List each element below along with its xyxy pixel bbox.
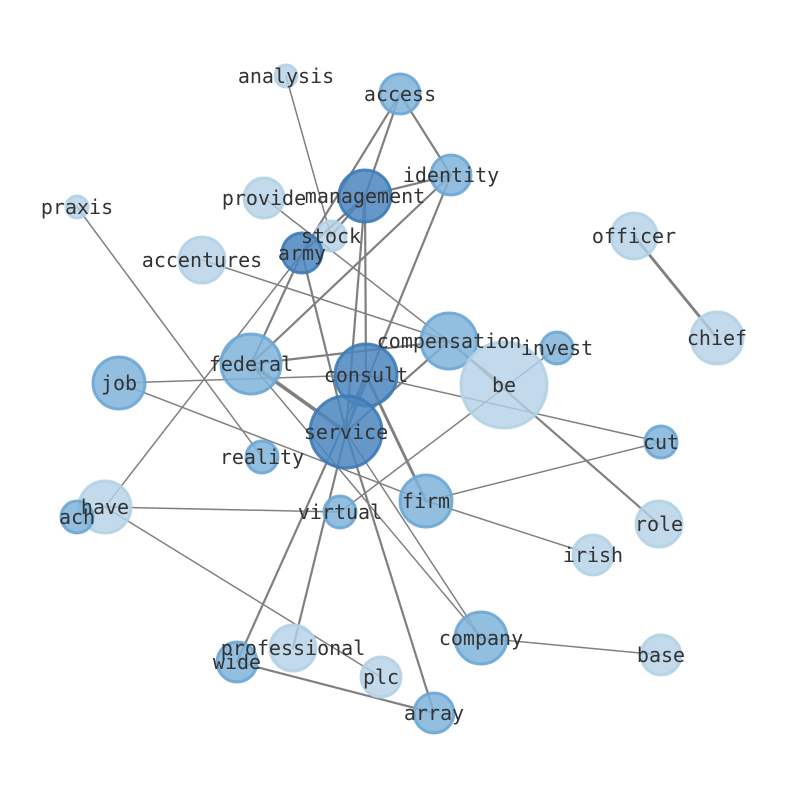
node-label-irish: irish — [563, 543, 623, 567]
node-job — [91, 355, 147, 411]
node-cut — [643, 424, 679, 460]
node-virtual — [322, 494, 358, 530]
node-label-wide: wide — [213, 650, 261, 674]
edge-accentures-compensation — [201, 259, 450, 342]
edge-service-company — [345, 431, 482, 639]
nodes-layer — [59, 63, 745, 735]
node-label-have: have — [81, 495, 129, 519]
node-label-service: service — [304, 420, 388, 444]
node-label-invest: invest — [521, 336, 593, 360]
node-provide — [242, 176, 286, 220]
node-analysis — [273, 63, 299, 89]
node-label-provide: provide — [222, 186, 306, 210]
edge-wide-array — [235, 660, 436, 715]
edge-praxis-reality — [76, 206, 263, 458]
node-label-plc: plc — [363, 665, 399, 689]
edge-have-virtual — [104, 506, 341, 513]
node-label-cut: cut — [643, 430, 679, 454]
node-role — [634, 499, 684, 549]
node-label-professional: professional — [221, 636, 366, 660]
node-label-analysis: analysis — [238, 64, 334, 88]
node-access — [378, 72, 422, 116]
node-service — [308, 394, 384, 470]
node-label-compensation: compensation — [377, 329, 522, 353]
node-label-officer: officer — [592, 224, 676, 248]
node-label-stock: stock — [301, 224, 361, 248]
node-label-job: job — [101, 371, 137, 395]
node-invest — [539, 330, 575, 366]
node-label-army: army — [278, 241, 326, 265]
node-label-array: array — [404, 701, 464, 725]
node-label-identity: identity — [403, 163, 499, 187]
node-plc — [359, 655, 403, 699]
node-ach — [59, 499, 95, 535]
node-label-ach: ach — [59, 505, 95, 529]
node-wide — [215, 640, 259, 684]
node-company — [453, 610, 509, 666]
edge-job-firm — [118, 382, 427, 502]
node-stock — [314, 219, 348, 253]
edge-have-plc — [104, 506, 382, 678]
edge-firm-cut — [425, 441, 662, 502]
edge-federal-company — [250, 363, 482, 639]
node-praxis — [64, 194, 90, 220]
node-army — [280, 231, 324, 275]
node-federal — [219, 332, 283, 396]
node-identity — [429, 153, 473, 197]
node-array — [412, 691, 456, 735]
node-label-role: role — [635, 512, 683, 536]
node-irish — [571, 533, 615, 577]
node-accentures — [177, 235, 227, 285]
node-professional — [268, 623, 318, 673]
edge-analysis-stock — [285, 75, 332, 237]
node-chief — [689, 310, 745, 366]
node-officer — [609, 211, 659, 261]
node-label-company: company — [439, 626, 523, 650]
node-firm — [398, 473, 454, 529]
node-label-federal: federal — [209, 352, 293, 376]
node-label-access: access — [364, 82, 436, 106]
edges-layer — [76, 75, 719, 715]
node-label-base: base — [637, 643, 685, 667]
edge-company-base — [480, 637, 662, 656]
node-label-praxis: praxis — [41, 195, 113, 219]
node-be — [459, 340, 549, 430]
node-label-chief: chief — [687, 326, 747, 350]
node-label-consult: consult — [324, 363, 408, 387]
edge-firm-irish — [425, 500, 594, 556]
edge-identity-federal — [249, 173, 453, 366]
node-label-firm: firm — [402, 489, 450, 513]
edge-service-array — [344, 430, 436, 715]
node-reality — [244, 439, 280, 475]
node-base — [639, 633, 683, 677]
node-compensation — [419, 311, 479, 371]
node-label-be: be — [492, 373, 516, 397]
node-label-management: management — [305, 184, 425, 208]
node-management — [337, 168, 393, 224]
node-label-accentures: accentures — [142, 248, 262, 272]
node-label-virtual: virtual — [298, 500, 382, 524]
node-label-reality: reality — [220, 445, 304, 469]
